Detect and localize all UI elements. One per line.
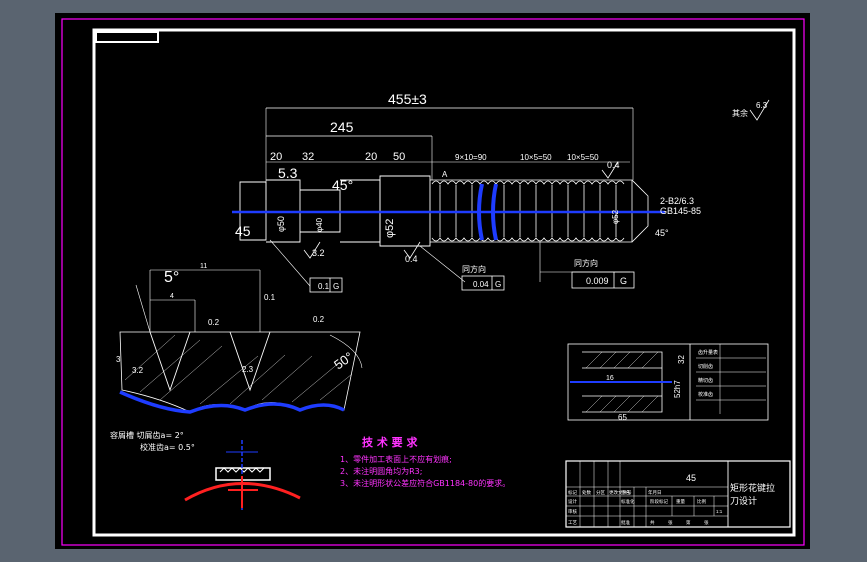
requirement-3: 3、未注明形状公差应符合GB1184-80的要求。 <box>340 478 510 488</box>
requirement-1: 1、零件加工表面上不应有划痕; <box>340 454 452 464</box>
dia-50: φ50 <box>276 216 286 232</box>
svg-text:共: 共 <box>650 519 655 526</box>
svg-text:5°: 5° <box>164 269 179 286</box>
svg-text:张: 张 <box>668 519 673 526</box>
dia-52: φ52 <box>384 219 396 238</box>
svg-text:同方向: 同方向 <box>574 258 598 268</box>
svg-text:4: 4 <box>170 293 174 300</box>
letter-a: A <box>442 170 448 179</box>
svg-text:工艺: 工艺 <box>568 520 577 525</box>
svg-text:分区: 分区 <box>596 489 605 496</box>
cross-section-sketch <box>184 440 301 512</box>
drawing-name-2: 刀设计 <box>730 495 757 506</box>
angle-45a: 45° <box>332 177 353 193</box>
dia-small: φ40 <box>315 217 324 232</box>
svg-text:批准: 批准 <box>621 519 630 526</box>
center-hole: 2-B2/6.3 <box>660 196 694 206</box>
svg-text:G: G <box>333 282 339 291</box>
svg-text:设计: 设计 <box>568 498 577 505</box>
dim-245: 245 <box>330 119 354 135</box>
svg-text:52h7: 52h7 <box>673 380 682 398</box>
svg-text:65: 65 <box>618 413 627 422</box>
technical-requirements: 技 术 要 求 1、零件加工表面上不应有划痕; 2、未注明圆角均为R3; 3、未… <box>340 435 510 488</box>
svg-text:更改文件号: 更改文件号 <box>609 489 632 496</box>
svg-text:0.04: 0.04 <box>473 280 489 289</box>
svg-text:0.2: 0.2 <box>208 318 220 327</box>
r32: 3.2 <box>312 248 325 258</box>
svg-text:同方向: 同方向 <box>462 264 486 274</box>
drawing-sheet <box>55 13 810 549</box>
material: 45 <box>686 473 696 483</box>
broach-main-view: 455±3 245 20 32 20 50 9×10=90 10×5=50 10… <box>232 91 701 287</box>
inner-frame <box>92 28 796 537</box>
dim-20a: 20 <box>270 151 282 163</box>
svg-text:2.3: 2.3 <box>242 365 254 374</box>
roughness-other-label: 其余 <box>732 108 748 118</box>
svg-text:校准齿: 校准齿 <box>698 391 713 398</box>
r04-b: 0.4 <box>405 254 418 264</box>
svg-text:16: 16 <box>606 375 614 382</box>
svg-text:阶段标记: 阶段标记 <box>650 498 668 505</box>
svg-text:3.2: 3.2 <box>132 366 144 375</box>
tolerance-frame-1: 0.1 G <box>309 277 343 293</box>
title-block: 45 矩形花键拉 刀设计 标记 处数 分区 更改文件号 签名 年月日 设计 标准… <box>565 460 791 528</box>
rake-note-2: 校准齿a= 0.5° <box>140 442 195 452</box>
svg-text:张: 张 <box>704 519 709 526</box>
tolerance-frame-3: 同方向 0.009 G <box>571 258 635 289</box>
tooth-profile-detail: 5° 11 4 0.2 0.2 0.1 3 3.2 2.3 50° <box>116 263 363 414</box>
roughness-other-value: 6.3 <box>756 101 768 110</box>
svg-text:精切齿: 精切齿 <box>698 377 713 384</box>
drawing-name-1: 矩形花键拉 <box>730 482 775 493</box>
svg-text:32: 32 <box>677 355 686 364</box>
svg-text:标记: 标记 <box>568 489 577 496</box>
code-box <box>95 31 159 43</box>
svg-text:0.1: 0.1 <box>264 293 276 302</box>
svg-text:11: 11 <box>200 263 207 270</box>
tolerance-frame-2: 同方向 0.04 G <box>461 264 505 291</box>
dim-32: 32 <box>302 151 314 163</box>
rake-note-1: 容屑槽 切屑齿a= 2° <box>110 430 184 440</box>
roughness-symbol-icon <box>749 99 770 121</box>
svg-text:3: 3 <box>116 355 121 364</box>
svg-text:1:1: 1:1 <box>716 509 723 514</box>
svg-text:切削齿: 切削齿 <box>698 363 713 370</box>
angle-45b: 45 <box>235 223 251 239</box>
svg-text:0.2: 0.2 <box>313 315 325 324</box>
section-view: 16 65 52h7 32 齿升量表 切削齿 精切齿 校准齿 <box>567 343 769 422</box>
svg-text:第: 第 <box>686 519 691 526</box>
requirements-title: 技 术 要 求 <box>362 435 418 449</box>
svg-text:齿升量表: 齿升量表 <box>698 349 718 356</box>
dia-right: φ52 <box>611 209 620 224</box>
center-hole-std: GB145-85 <box>660 206 701 216</box>
svg-text:年月日: 年月日 <box>648 489 662 496</box>
svg-text:处数: 处数 <box>582 489 591 496</box>
svg-text:标准化: 标准化 <box>621 498 635 505</box>
dim-overall: 455±3 <box>388 91 427 107</box>
svg-text:签名: 签名 <box>621 489 630 496</box>
dim-50: 50 <box>393 151 405 163</box>
svg-text:审核: 审核 <box>568 508 577 515</box>
svg-text:重量: 重量 <box>676 498 685 505</box>
svg-text:0.1: 0.1 <box>318 282 330 291</box>
angle-right: 45° <box>655 228 669 238</box>
tag-53: 5.3 <box>278 165 298 181</box>
outer-frame <box>61 18 805 546</box>
dim-pitch1: 9×10=90 <box>455 153 487 162</box>
dim-pitch3: 10×5=50 <box>567 153 599 162</box>
requirement-2: 2、未注明圆角均为R3; <box>340 466 422 476</box>
svg-text:G: G <box>620 276 627 286</box>
svg-text:G: G <box>495 280 501 289</box>
svg-text:比例: 比例 <box>697 498 706 505</box>
dim-pitch2: 10×5=50 <box>520 153 552 162</box>
r04-a: 0.4 <box>607 160 620 170</box>
svg-text:0.009: 0.009 <box>586 276 609 286</box>
dim-20b: 20 <box>365 151 377 163</box>
